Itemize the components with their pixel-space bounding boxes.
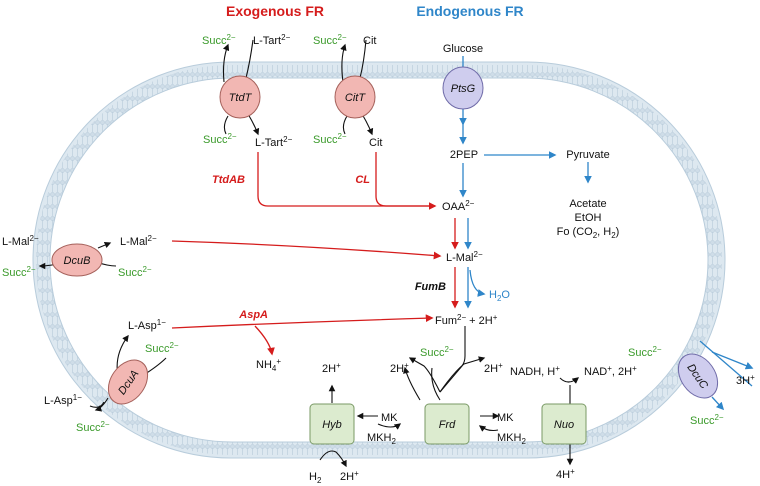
succ-dcub-out: Succ2− <box>2 265 36 279</box>
succ-citt-out: Succ2− <box>313 33 347 47</box>
exogenous-header: Exogenous FR <box>226 3 324 19</box>
succ-ttdt-in: Succ2− <box>203 132 237 146</box>
succ-dcua-out: Succ2− <box>76 420 110 434</box>
mkh2-left: MKH2 <box>367 432 396 446</box>
hyb-h2: H2 <box>309 471 322 485</box>
transporter-dcub: DcuB <box>51 243 103 277</box>
citt-label: CitT <box>345 92 366 104</box>
mk-left: MK <box>381 412 398 424</box>
lasp-in: L-Asp1− <box>128 318 166 332</box>
lmal-central: L-Mal2− <box>446 250 483 264</box>
succ-dcub-in: Succ2− <box>118 265 152 279</box>
dcuc-line <box>699 340 753 387</box>
cell-membrane <box>32 61 726 459</box>
transporter-dcuc: DcuC <box>677 353 719 399</box>
complex-hyb: Hyb <box>309 403 355 445</box>
nad-2h: NAD+, 2H+ <box>584 364 637 378</box>
formate-co2-h2: Fo (CO2, H2) <box>557 226 620 240</box>
ttdt-label: TtdT <box>229 92 253 104</box>
dcub-label: DcuB <box>64 255 91 267</box>
hyb-label: Hyb <box>322 419 342 431</box>
enzyme-fumb: FumB <box>415 281 446 293</box>
cit-out: Cit <box>363 35 376 47</box>
fumarate: Fum2− + 2H+ <box>435 313 498 327</box>
dcuc-proton-arrow <box>711 351 754 370</box>
dcuc-3h: 3H+ <box>736 373 755 387</box>
frd-proton-right <box>439 356 486 393</box>
enzyme-ttdab: TtdAB <box>212 174 245 186</box>
mk-right: MK <box>497 412 514 424</box>
ltart-out: L-Tart2− <box>253 33 291 47</box>
hyb-2h-in: 2H+ <box>322 361 341 375</box>
pyruvate: Pyruvate <box>566 149 609 161</box>
nadh: NADH, H+ <box>510 364 560 378</box>
mkh2-right: MKH2 <box>497 432 526 446</box>
nuo-label: Nuo <box>554 419 574 431</box>
dcuc-succ-arrow <box>711 396 725 411</box>
frd-label: Frd <box>439 419 456 431</box>
nh4-release-arrow <box>254 325 275 356</box>
frd-succ-out <box>403 366 421 401</box>
glucose: Glucose <box>443 43 483 55</box>
mkh2-curve-left <box>377 423 402 430</box>
nuo-nadh-arrow <box>559 377 580 384</box>
frd-2h-right: 2H+ <box>484 361 503 375</box>
lasp-out: L-Asp1− <box>44 393 82 407</box>
endogenous-header: Endogenous FR <box>416 3 523 19</box>
ptsg-label: PtsG <box>451 83 476 95</box>
nh4: NH4+ <box>256 357 281 373</box>
lmal-out: L-Mal2− <box>2 234 39 248</box>
succ-frd: Succ2− <box>420 345 454 359</box>
frd-2h-left: 2H+ <box>390 361 409 375</box>
pep: 2PEP <box>450 149 478 161</box>
complex-frd: Frd <box>424 403 470 445</box>
respiratory-chain-arrows <box>319 326 580 468</box>
cit-in: Cit <box>369 137 382 149</box>
enzyme-cl: CL <box>355 174 370 186</box>
acetate: Acetate <box>569 198 606 210</box>
succ-ttdt-out: Succ2− <box>202 33 236 47</box>
oaa: OAA2− <box>442 199 475 213</box>
hyb-2h-out: 2H+ <box>340 469 359 483</box>
transporter-ttdt: TtdT <box>219 75 261 119</box>
hyb-h2-arrow <box>319 450 347 468</box>
succ-citt-in: Succ2− <box>313 132 347 146</box>
mkh2-curve-right <box>478 425 499 432</box>
enzyme-aspa: AspA <box>238 309 268 321</box>
nuo-4h: 4H+ <box>556 467 575 481</box>
h2o: H2O <box>489 289 510 303</box>
lmal-in: L-Mal2− <box>120 234 157 248</box>
frd-proton-left <box>408 357 441 393</box>
etoh: EtOH <box>575 212 602 224</box>
h2o-release-arrow <box>469 269 486 297</box>
succ-dcua-in: Succ2− <box>145 341 179 355</box>
transporter-dcua: DcuA <box>107 359 149 405</box>
lmal-import-arrow <box>171 240 442 260</box>
succ-dcuc-out: Succ2− <box>690 413 724 427</box>
ttdab-arrow <box>257 152 437 210</box>
cl-arrow <box>375 152 435 207</box>
exogenous-arrows <box>171 152 459 356</box>
aspa-arrow <box>171 314 434 329</box>
ltart-in: L-Tart2− <box>255 135 293 149</box>
transporter-citt: CitT <box>334 75 376 119</box>
complex-nuo: Nuo <box>541 403 587 445</box>
succ-dcuc-in: Succ2− <box>628 345 662 359</box>
transporter-ptsg: PtsG <box>442 66 484 110</box>
